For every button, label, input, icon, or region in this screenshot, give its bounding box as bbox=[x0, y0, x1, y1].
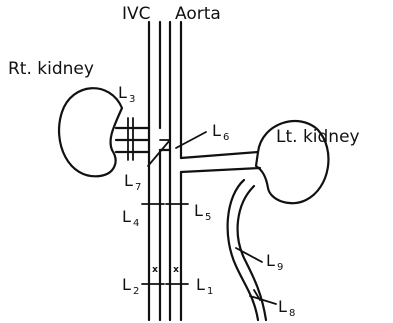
svg-text:2: 2 bbox=[133, 286, 139, 297]
ivc-x-mark: x bbox=[152, 265, 158, 275]
right-kidney-outline bbox=[59, 88, 122, 176]
level-label-l7: L 7 bbox=[124, 171, 141, 193]
svg-text:L: L bbox=[212, 121, 221, 140]
svg-text:L: L bbox=[266, 251, 275, 270]
svg-text:8: 8 bbox=[289, 308, 295, 319]
svg-text:L: L bbox=[122, 275, 131, 294]
level-label-l3: L 3 bbox=[118, 83, 135, 105]
svg-text:L: L bbox=[194, 201, 203, 220]
svg-text:L: L bbox=[118, 83, 127, 102]
ivc-label: IVC bbox=[122, 4, 151, 24]
svg-text:1: 1 bbox=[207, 286, 213, 297]
level-label-l5: L 5 bbox=[194, 201, 211, 223]
left-renal-vessels bbox=[160, 150, 260, 172]
svg-text:6: 6 bbox=[223, 132, 229, 143]
svg-text:3: 3 bbox=[129, 94, 135, 105]
level-label-l9: L 9 bbox=[266, 251, 283, 273]
level-label-l8: L 8 bbox=[278, 297, 295, 319]
svg-text:9: 9 bbox=[277, 262, 283, 273]
left-kidney-label: Lt. kidney bbox=[276, 127, 360, 147]
level-label-l4: L 4 bbox=[122, 207, 139, 229]
svg-text:7: 7 bbox=[135, 182, 141, 193]
svg-text:5: 5 bbox=[205, 212, 211, 223]
svg-text:L: L bbox=[278, 297, 287, 316]
ivc-vessel bbox=[149, 22, 160, 320]
aorta-x-mark: x bbox=[173, 265, 179, 275]
svg-text:L: L bbox=[122, 207, 131, 226]
right-kidney-label: Rt. kidney bbox=[8, 59, 94, 79]
level-label-l2: L 2 bbox=[122, 275, 139, 297]
svg-text:L: L bbox=[196, 275, 205, 294]
aorta-label: Aorta bbox=[175, 4, 221, 24]
svg-text:4: 4 bbox=[133, 218, 139, 229]
level-label-l1: L 1 bbox=[196, 275, 213, 297]
aorta-vessel bbox=[170, 22, 181, 320]
svg-text:L: L bbox=[124, 171, 133, 190]
level-label-l6: L 6 bbox=[212, 121, 229, 143]
